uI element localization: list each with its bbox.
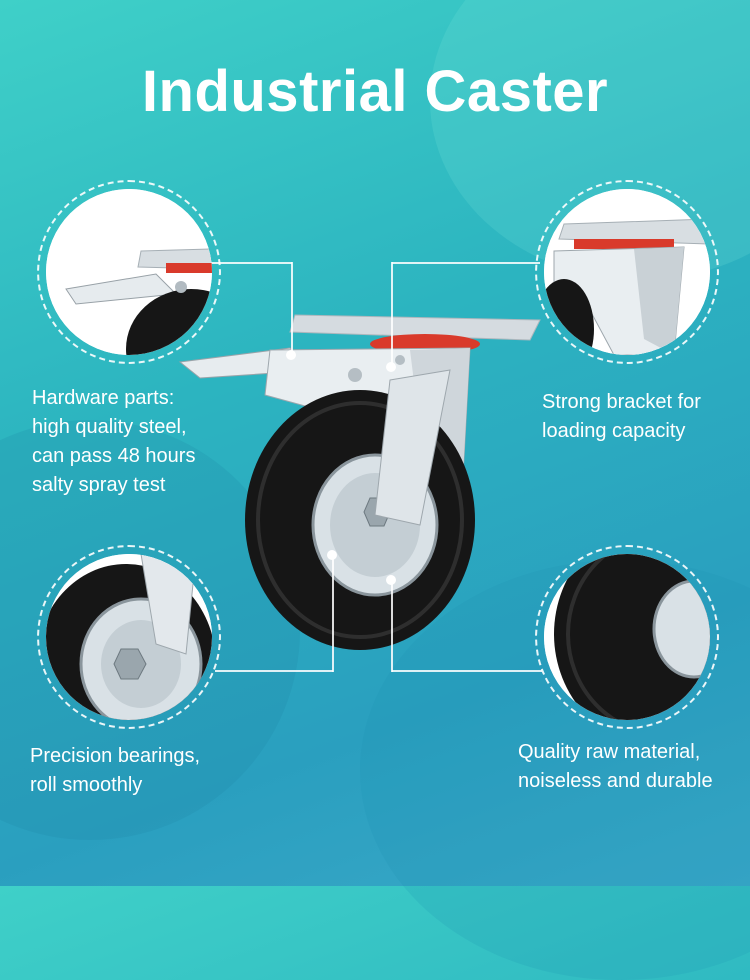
- callout-material: Quality raw material, noiseless and dura…: [518, 741, 713, 792]
- detail-bearings-image: [46, 554, 212, 720]
- connector-line: [332, 555, 334, 672]
- callout-bearings: Precision bearings, roll smoothly: [30, 745, 201, 796]
- connector-line: [391, 262, 393, 367]
- connector-line: [391, 580, 393, 672]
- callout-hardware: Hardware parts: high quality steel, can …: [32, 387, 196, 496]
- connector-line: [392, 262, 540, 264]
- caster-product-image: [178, 314, 541, 650]
- connector-line: [215, 670, 333, 672]
- connector-dot: [286, 350, 296, 360]
- callout-bracket: Strong bracket for loading capacity: [542, 391, 701, 442]
- detail-material-image: [544, 554, 710, 720]
- connector-dot: [386, 575, 396, 585]
- detail-hardware-image: [46, 189, 212, 355]
- page-title: Industrial Caster: [141, 59, 609, 124]
- connector-dot: [327, 550, 337, 560]
- detail-ring-material: [535, 545, 719, 729]
- connector-line: [291, 262, 293, 354]
- connector-line: [210, 262, 292, 264]
- detail-ring-bearings: [37, 545, 221, 729]
- connector-dot: [386, 362, 396, 372]
- detail-ring-bracket: [535, 180, 719, 364]
- connector-line: [392, 670, 542, 672]
- detail-ring-hardware: [37, 180, 221, 364]
- detail-bracket-image: [544, 189, 710, 355]
